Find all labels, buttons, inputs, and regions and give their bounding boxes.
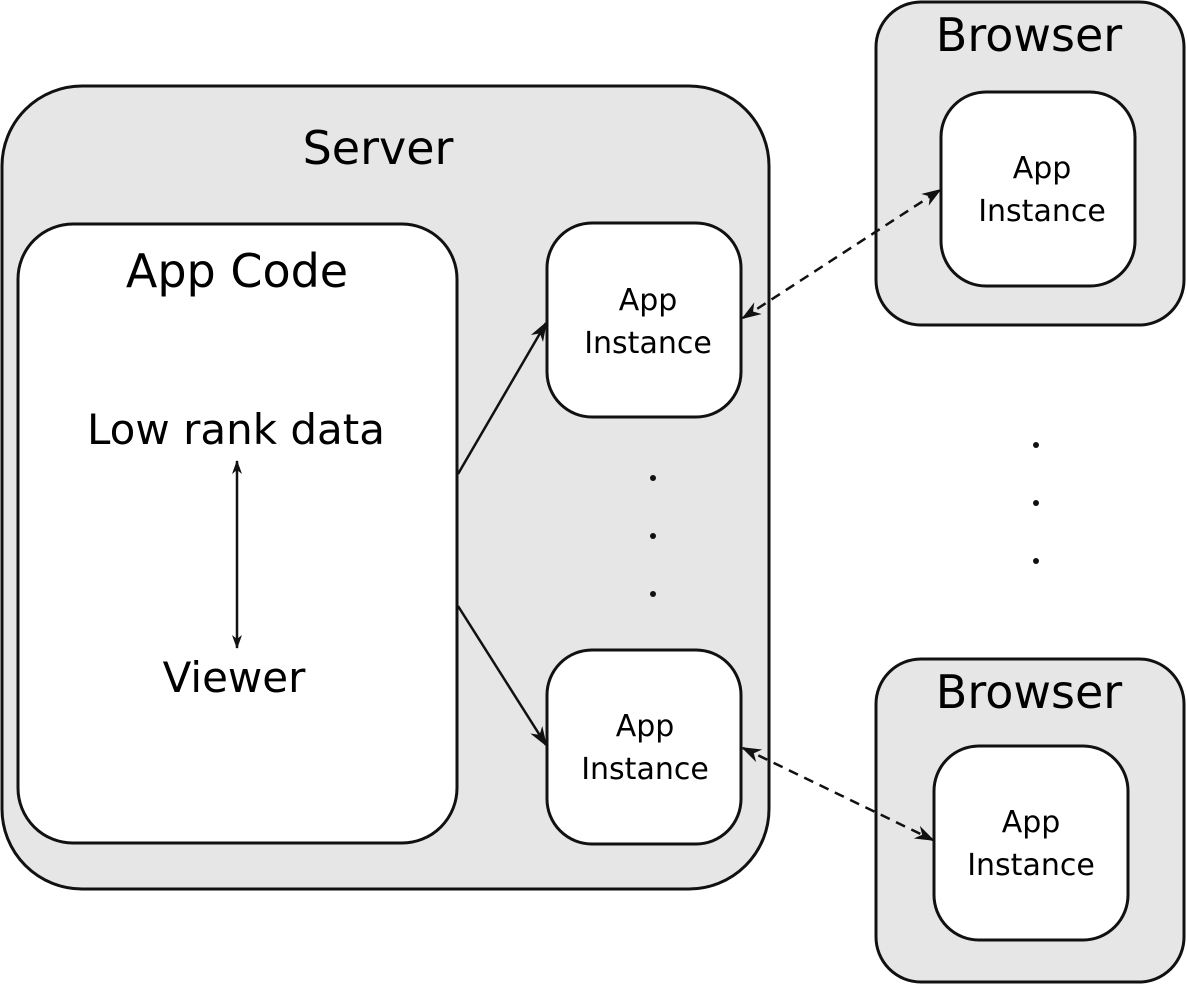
- low-rank-data-label: Low rank data: [87, 405, 385, 454]
- server-instance-1-line2: Instance: [584, 326, 712, 361]
- server-instance-2-line2: Instance: [581, 752, 709, 787]
- viewer-label: Viewer: [163, 653, 307, 702]
- browser-2-instance-line2: Instance: [967, 848, 1095, 883]
- server-ellipsis: [650, 475, 656, 597]
- server-app-instance-1: App Instance: [545, 221, 743, 419]
- browser-1-instance-line1: App: [1013, 151, 1072, 186]
- app-code-label: App Code: [126, 244, 348, 298]
- browser-2-app-instance: [932, 744, 1130, 942]
- browser-1-app-instance: [939, 90, 1137, 288]
- browser-ellipsis: [1033, 442, 1039, 564]
- browser-2-label: Browser: [936, 665, 1122, 719]
- instance-2-browser-2-link: [741, 746, 935, 842]
- appcode-to-instance-1-arrow: [456, 321, 548, 475]
- browser-2-instance-line1: App: [1002, 805, 1061, 840]
- appcode-to-instance-2-arrow: [456, 605, 548, 747]
- server-instance-1-line1: App: [619, 283, 678, 318]
- browser-1-label: Browser: [936, 8, 1122, 62]
- browser-2-container: Browser App Instance: [874, 657, 1186, 984]
- server-app-instance-2: App Instance: [545, 648, 743, 846]
- server-label: Server: [303, 121, 454, 175]
- server-instance-2-line1: App: [616, 709, 675, 744]
- instance-1-browser-1-link: [741, 188, 942, 320]
- browser-1-instance-line2: Instance: [978, 194, 1106, 229]
- app-code-box: App Code Low rank data Viewer: [16, 222, 459, 845]
- browser-1-container: Browser App Instance: [874, 0, 1186, 327]
